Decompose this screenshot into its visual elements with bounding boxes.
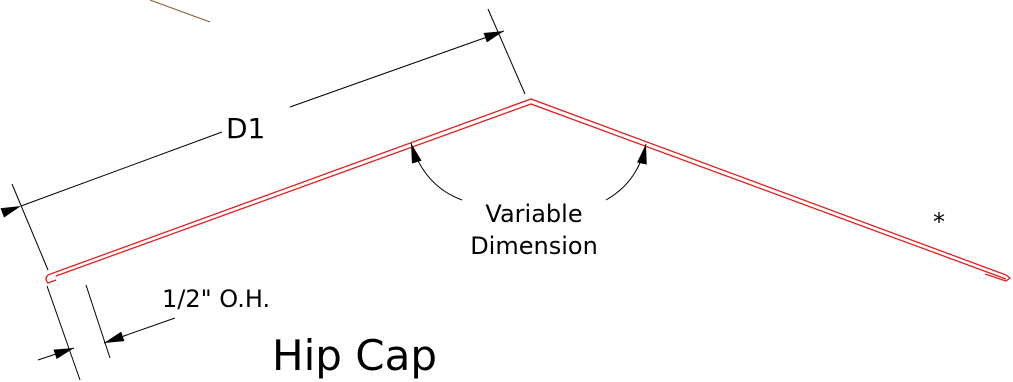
overhang-arrow-right bbox=[103, 317, 176, 344]
d1-extension-left bbox=[11, 183, 49, 271]
profile-outer-line bbox=[55, 98, 1007, 276]
stray-leader-line bbox=[149, 0, 211, 23]
profile-inner-line bbox=[55, 103, 1007, 280]
overhang-extension-left bbox=[46, 285, 81, 381]
overhang-label: 1/2" O.H. bbox=[162, 285, 270, 313]
angle-arcs bbox=[410, 142, 647, 201]
right-hem-fold bbox=[984, 273, 1012, 282]
overhang-dimension bbox=[37, 284, 176, 381]
d1-dimension-line-left bbox=[0, 131, 223, 218]
d1-label: D1 bbox=[226, 112, 265, 145]
hip-cap-profile bbox=[45, 98, 1012, 284]
right-angle-arc bbox=[605, 143, 647, 201]
d1-extension-right bbox=[487, 8, 526, 95]
angle-label-line2: Dimension bbox=[470, 232, 598, 260]
overhang-extension-right bbox=[85, 284, 111, 359]
angle-label-line1: Variable bbox=[485, 200, 582, 228]
d1-dimension-line-right bbox=[289, 30, 505, 108]
drawing-title: Hip Cap bbox=[272, 331, 437, 380]
left-angle-arc bbox=[410, 142, 463, 201]
left-hem-fold bbox=[45, 271, 57, 284]
d1-dimension bbox=[0, 8, 526, 271]
note-marker: * bbox=[933, 208, 945, 236]
overhang-arrow-left bbox=[37, 347, 75, 361]
